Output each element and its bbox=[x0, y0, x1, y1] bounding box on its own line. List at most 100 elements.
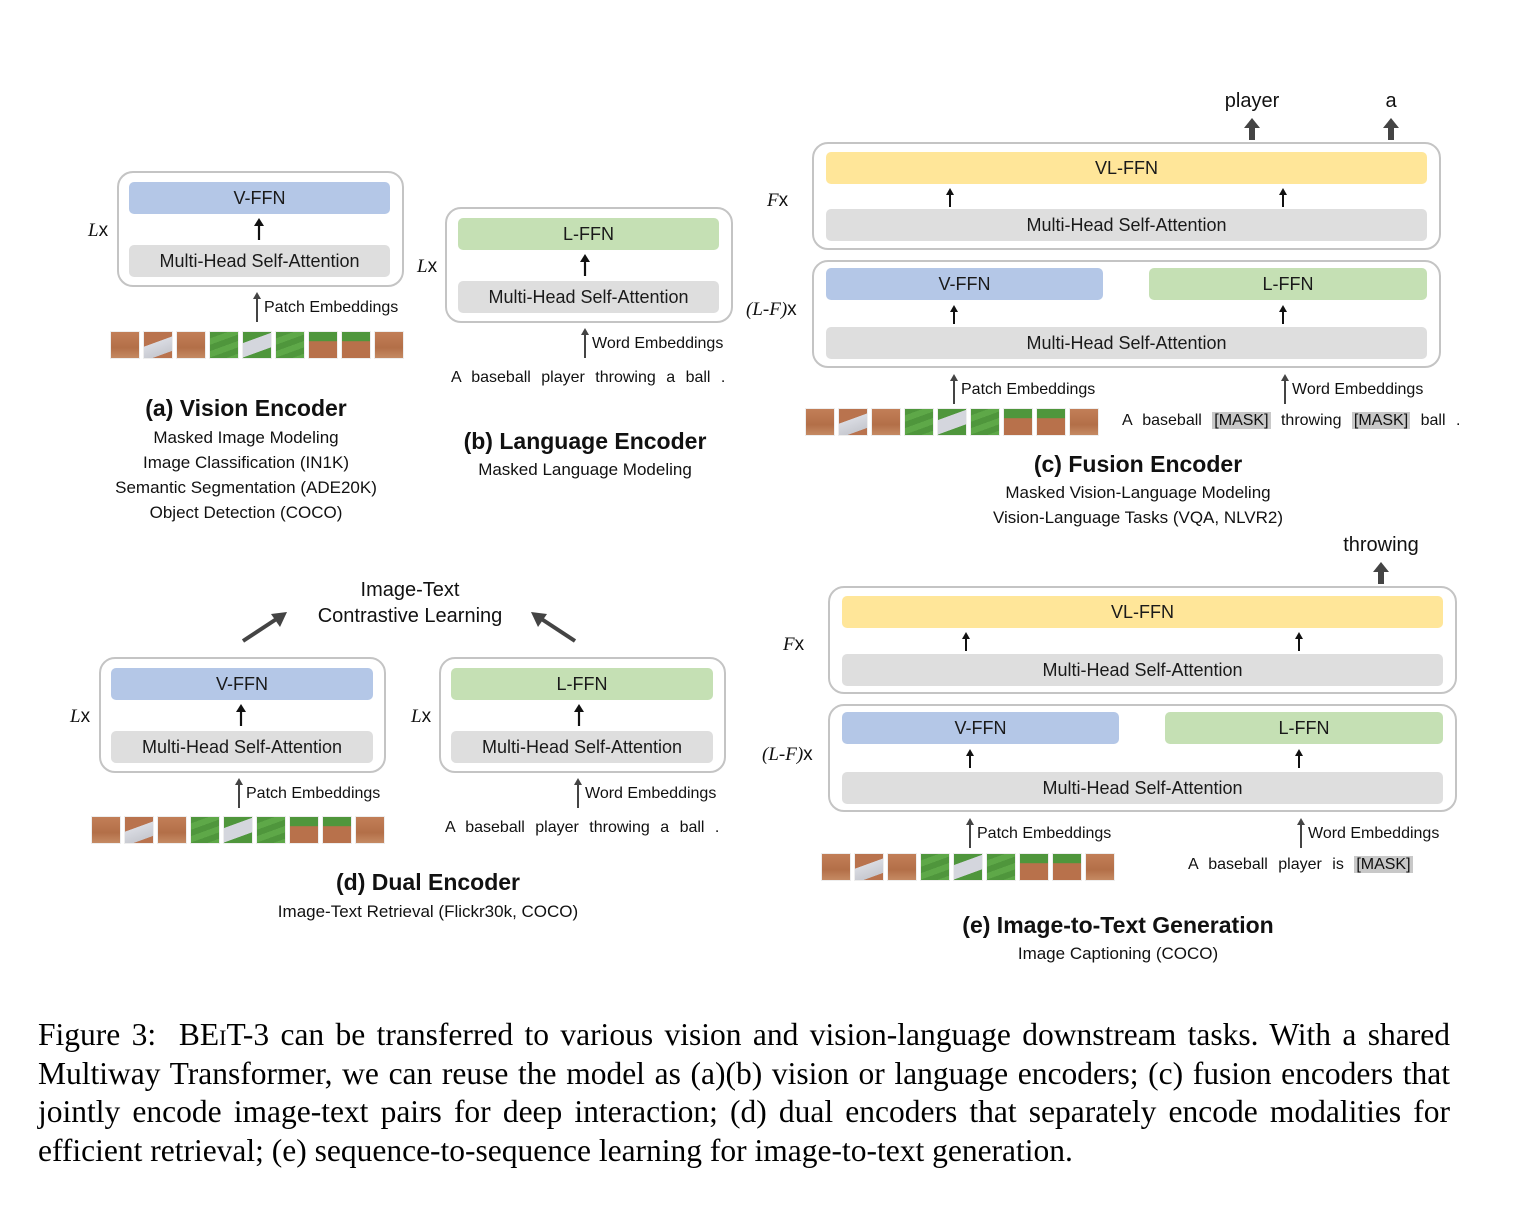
image-patch bbox=[143, 331, 173, 359]
layer-multiplier: Lx bbox=[70, 706, 91, 727]
task-label: Image Classification (IN1K) bbox=[143, 453, 349, 472]
word-embeddings-label: Word Embeddings bbox=[573, 778, 716, 808]
task-label: Semantic Segmentation (ADE20K) bbox=[115, 478, 377, 497]
task-label: Masked Language Modeling bbox=[478, 460, 692, 479]
image-patch bbox=[805, 408, 835, 436]
mask-token: [MASK] bbox=[1354, 856, 1413, 873]
panel-title: (a) Vision Encoder bbox=[145, 395, 347, 421]
image-patch bbox=[308, 331, 338, 359]
word-embeddings-label: Word Embeddings bbox=[1280, 374, 1423, 404]
self-attention-block: Multi-Head Self-Attention bbox=[111, 731, 373, 763]
v-ffn-block: V-FFN bbox=[826, 268, 1103, 300]
image-patch bbox=[91, 816, 121, 844]
task-label: Image Captioning (COCO) bbox=[1017, 944, 1219, 963]
image-patch bbox=[209, 331, 239, 359]
up-arrow-icon bbox=[966, 749, 974, 768]
v-ffn-block: V-FFN bbox=[111, 668, 373, 700]
patch-embeddings-label: Patch Embeddings bbox=[234, 778, 380, 808]
up-arrow-icon bbox=[1279, 305, 1287, 324]
task-label: Image-Text Retrieval (Flickr30k, COCO) bbox=[277, 902, 579, 921]
task-label: Masked Vision-Language Modeling bbox=[1005, 483, 1271, 502]
up-arrow-icon bbox=[946, 188, 954, 207]
panel-title: (b) Language Encoder bbox=[463, 428, 707, 454]
layer-multiplier: (L-F)x bbox=[746, 299, 797, 320]
image-patch bbox=[871, 408, 901, 436]
l-ffn-block: L-FFN bbox=[1165, 712, 1443, 744]
layer-multiplier: Lx bbox=[417, 256, 438, 277]
layer-multiplier: Lx bbox=[411, 706, 432, 727]
image-patch bbox=[355, 816, 385, 844]
image-patch bbox=[953, 853, 983, 881]
image-patch bbox=[322, 816, 352, 844]
patch-embeddings-label: Patch Embeddings bbox=[949, 374, 1095, 404]
self-attention-block: Multi-Head Self-Attention bbox=[129, 245, 390, 277]
layer-multiplier: (L-F)x bbox=[762, 744, 813, 765]
image-patch bbox=[223, 816, 253, 844]
caption-label: Figure 3: bbox=[38, 1017, 157, 1052]
input-sentence: A baseball player throwing a ball . bbox=[451, 369, 726, 386]
up-arrow-icon bbox=[1297, 818, 1305, 848]
task-label: Object Detection (COCO) bbox=[149, 503, 343, 522]
mask-token: [MASK] bbox=[1212, 412, 1271, 429]
predicted-token: a bbox=[1385, 90, 1397, 112]
image-patch bbox=[887, 853, 917, 881]
image-patch bbox=[838, 408, 868, 436]
image-patch bbox=[1003, 408, 1033, 436]
l-ffn-block: L-FFN bbox=[458, 218, 719, 250]
image-patch bbox=[970, 408, 1000, 436]
figure-caption: Figure 3: BEiT-3 can be transferred to v… bbox=[38, 1016, 1450, 1170]
output-arrow-icon bbox=[1244, 118, 1260, 140]
image-patch bbox=[937, 408, 967, 436]
image-patch bbox=[1085, 853, 1115, 881]
image-patch bbox=[341, 331, 371, 359]
up-arrow-icon bbox=[950, 374, 958, 404]
layer-multiplier: Fx bbox=[767, 190, 789, 211]
self-attention-block: Multi-Head Self-Attention bbox=[826, 327, 1427, 359]
up-arrow-icon bbox=[950, 305, 958, 324]
image-patch bbox=[854, 853, 884, 881]
up-arrow-icon bbox=[574, 704, 584, 726]
up-arrow-icon bbox=[1295, 632, 1303, 651]
up-arrow-icon bbox=[235, 778, 243, 808]
image-patch bbox=[176, 331, 206, 359]
image-patch bbox=[986, 853, 1016, 881]
predicted-token: throwing bbox=[1343, 534, 1419, 556]
input-sentence: A baseball player throwing a ball . bbox=[445, 819, 720, 836]
model-name: BEiT-3 bbox=[178, 1017, 270, 1052]
l-ffn-block: L-FFN bbox=[1149, 268, 1427, 300]
up-arrow-icon bbox=[966, 818, 974, 848]
layer-multiplier: Fx bbox=[783, 634, 805, 655]
output-arrow-icon bbox=[1373, 562, 1389, 584]
panel-title: (d) Dual Encoder bbox=[335, 869, 521, 895]
diagonal-arrow-icon bbox=[241, 612, 287, 643]
panel-title: (c) Fusion Encoder bbox=[1033, 451, 1243, 477]
self-attention-block: Multi-Head Self-Attention bbox=[458, 281, 719, 313]
vl-ffn-block: VL-FFN bbox=[826, 152, 1427, 184]
self-attention-block: Multi-Head Self-Attention bbox=[451, 731, 713, 763]
layer-multiplier: Lx bbox=[88, 220, 109, 241]
mask-token: [MASK] bbox=[1351, 412, 1411, 429]
up-arrow-icon bbox=[1281, 374, 1289, 404]
word-embeddings-label: Word Embeddings bbox=[1296, 818, 1439, 848]
image-patches bbox=[91, 816, 385, 844]
v-ffn-block: V-FFN bbox=[129, 182, 390, 214]
objective-label: Image-Text bbox=[360, 579, 460, 601]
masked-input-sentence: A baseball [MASK] throwing [MASK] ball . bbox=[1122, 412, 1461, 429]
up-arrow-icon bbox=[962, 632, 970, 651]
self-attention-block: Multi-Head Self-Attention bbox=[842, 654, 1443, 686]
image-patch bbox=[1019, 853, 1049, 881]
panel-title: (e) Image-to-Text Generation bbox=[962, 912, 1274, 938]
image-patch bbox=[242, 331, 272, 359]
image-patches bbox=[805, 408, 1099, 436]
up-arrow-icon bbox=[253, 292, 261, 322]
predicted-token: player bbox=[1224, 90, 1280, 112]
up-arrow-icon bbox=[574, 778, 582, 808]
up-arrow-icon bbox=[236, 704, 246, 726]
output-arrow-icon bbox=[1383, 118, 1399, 140]
up-arrow-icon bbox=[1295, 749, 1303, 768]
image-patch bbox=[821, 853, 851, 881]
up-arrow-icon bbox=[581, 328, 589, 358]
patch-embeddings-label: Patch Embeddings bbox=[252, 292, 398, 322]
image-patch bbox=[157, 816, 187, 844]
self-attention-block: Multi-Head Self-Attention bbox=[842, 772, 1443, 804]
